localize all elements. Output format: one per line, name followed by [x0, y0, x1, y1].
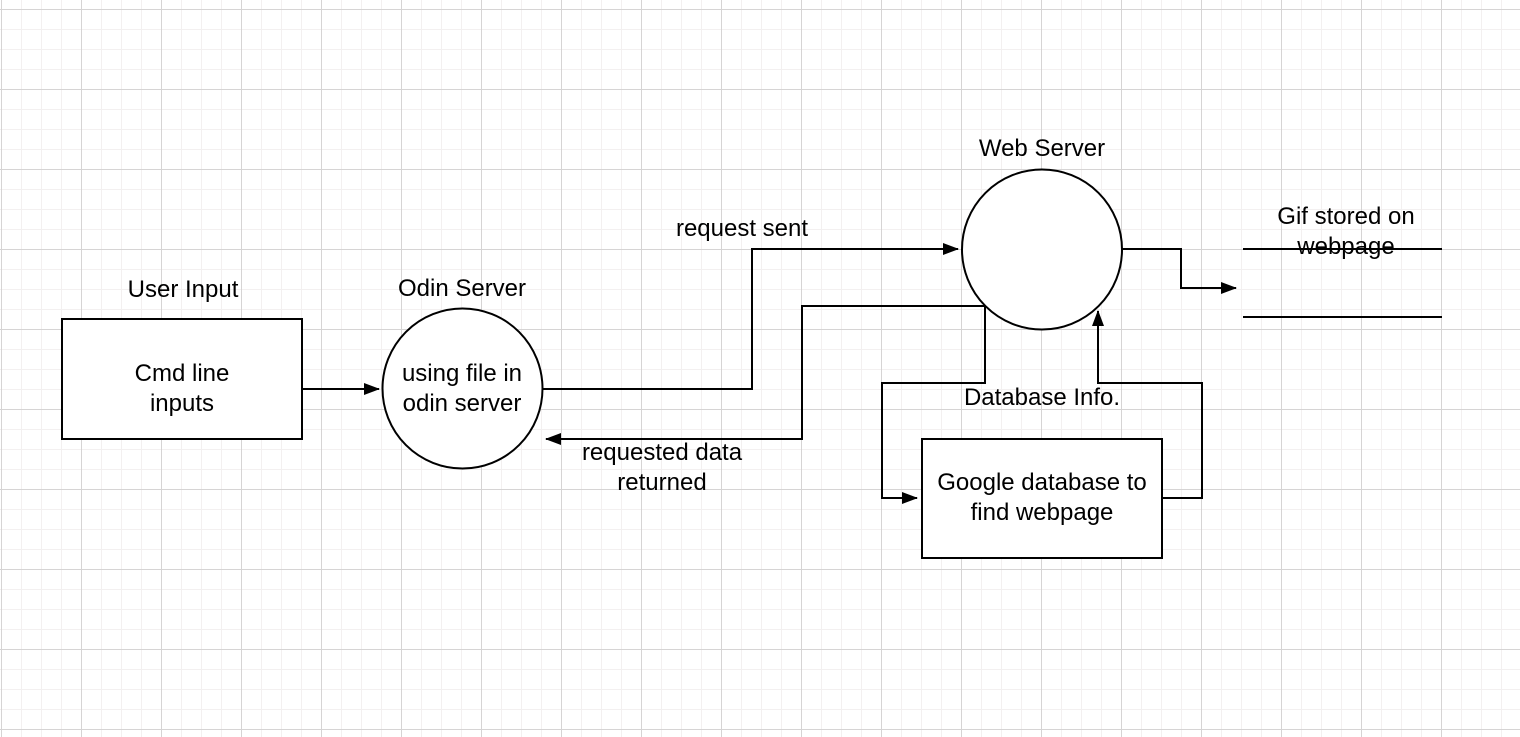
edge-database-info[interactable] — [1092, 310, 1203, 499]
odin-server-title[interactable]: Odin Server — [397, 275, 527, 302]
google-database-text[interactable]: Google database to find webpage — [937, 469, 1147, 526]
edge-web-to-database[interactable] — [881, 306, 986, 504]
gif-store-title[interactable]: Gif stored on webpage — [1277, 203, 1415, 260]
node-web-server-circle[interactable] — [961, 168, 1123, 331]
edge-label-requested-data-returned[interactable]: requested data returned — [581, 439, 743, 496]
edge-label-request-sent[interactable]: request sent — [675, 215, 809, 242]
node-user-input-rect[interactable] — [61, 318, 303, 440]
edge-label-database-info[interactable]: Database Info. — [963, 384, 1121, 411]
user-input-title[interactable]: User Input — [127, 276, 239, 303]
edge-requested-data-returned[interactable] — [545, 305, 985, 445]
edge-gif-to-store[interactable] — [1122, 248, 1237, 294]
odin-server-text[interactable]: using file in odin server — [401, 360, 523, 417]
edge-request-sent[interactable] — [543, 243, 959, 390]
user-input-text[interactable]: Cmd line inputs — [134, 360, 230, 417]
node-odin-server-circle[interactable] — [381, 307, 544, 470]
web-server-title[interactable]: Web Server — [978, 135, 1106, 162]
